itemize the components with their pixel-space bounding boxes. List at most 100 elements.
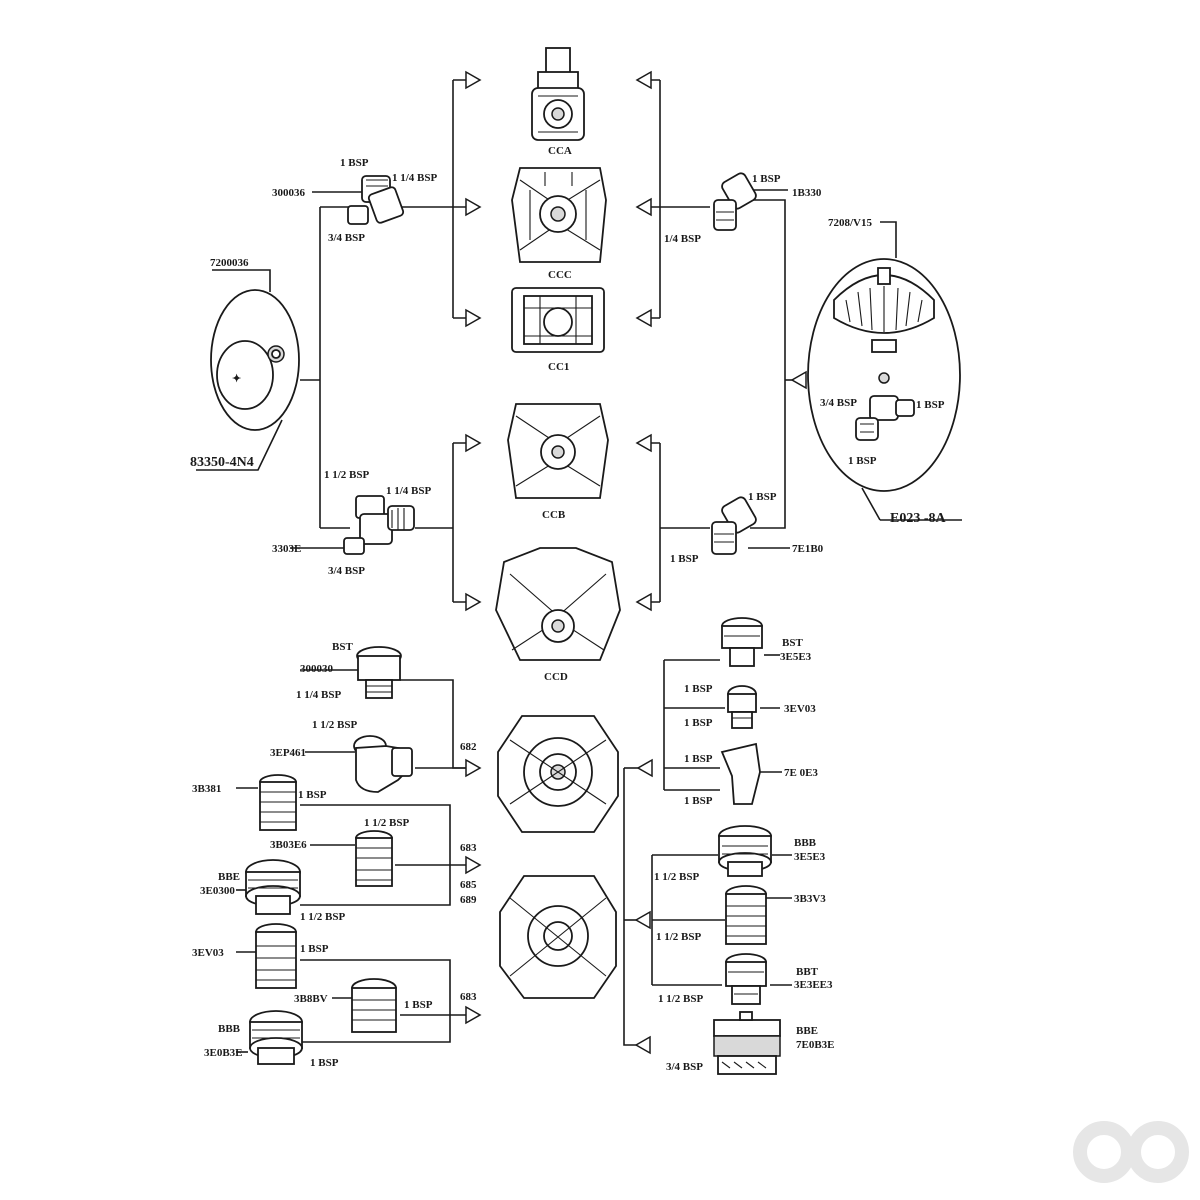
connector-lines — [196, 79, 962, 1053]
f8-label: 1 BSP — [310, 1057, 339, 1069]
fitting2-label-c: 3/4 BSP — [328, 565, 365, 577]
arrow-right — [465, 433, 482, 453]
dome-label-b: 1 BSP — [916, 399, 945, 411]
arrow-left — [635, 592, 652, 612]
f6-label: 1 BSP — [300, 943, 329, 955]
f8-code-b: 3E0B3E — [204, 1047, 243, 1059]
cover-code: 7200036 — [210, 257, 249, 269]
fitting-b7 — [351, 978, 397, 1033]
f1-code-a: BST — [332, 641, 353, 653]
f1-code-b: 300030 — [300, 663, 334, 675]
fitting-r2 — [727, 685, 757, 729]
fitting-b1 — [356, 646, 402, 699]
cover-disc: ✦ — [210, 289, 300, 431]
f1-label: 1 1/4 BSP — [296, 689, 342, 701]
dome-label-a: 3/4 BSP — [820, 397, 857, 409]
diaphragm-pump-4 — [495, 547, 621, 661]
diaphragm-pump-1 — [511, 167, 607, 263]
tee-fitting-1 — [347, 175, 405, 225]
fitting-r3-elbow — [720, 742, 761, 805]
pump-label-d: CCB — [542, 509, 566, 521]
r1-code-b: 3E5E3 — [780, 651, 812, 663]
r2-label: 1 BSP — [684, 717, 713, 729]
elbow-fitting-2 — [711, 496, 757, 555]
tee-fitting-2 — [343, 495, 415, 555]
f4-code: 3B03E6 — [270, 839, 307, 851]
pump-label-e: CCD — [544, 671, 568, 683]
f2-code: 3EP461 — [270, 747, 306, 759]
r5-label: 1 1/2 BSP — [656, 931, 702, 943]
r7-code-b: 7E0B3E — [796, 1039, 835, 1051]
mid-label-a: 682 — [460, 741, 477, 753]
r6-label: 1 1/2 BSP — [658, 993, 704, 1005]
r3-label-b: 1 BSP — [684, 795, 713, 807]
arrow-right — [465, 592, 482, 612]
dome-code-bottom: E023 -8A — [890, 511, 947, 526]
fitting-b2-elbow — [353, 735, 413, 793]
f5-label: 1 1/2 BSP — [300, 911, 346, 923]
elbow1-label-b: 1/4 BSP — [664, 233, 701, 245]
fitting1-label-b: 1 1/4 BSP — [392, 172, 438, 184]
f8-code-a: BBB — [218, 1023, 241, 1035]
arrow-right — [465, 308, 482, 328]
fitting-b8 — [249, 1010, 303, 1065]
r4-code-b: 3E5E3 — [794, 851, 826, 863]
dome-assembly — [807, 258, 961, 492]
fitting2-label-a: 1 1/2 BSP — [324, 469, 370, 481]
valve-assembly — [531, 47, 585, 141]
diaphragm-pump-6 — [499, 875, 617, 999]
r2-code: 3EV03 — [784, 703, 816, 715]
arrow-left — [635, 433, 652, 453]
pump-label-c: CC1 — [548, 361, 569, 373]
f2-label: 1 1/2 BSP — [312, 719, 358, 731]
fitting-b6 — [255, 923, 297, 989]
fitting-r1 — [721, 617, 763, 667]
arrow-right — [465, 1005, 482, 1025]
f7-label: 1 BSP — [404, 999, 433, 1011]
elbow1-label-a: 1 BSP — [752, 173, 781, 185]
arrow-left — [635, 197, 652, 217]
fitting1-label-c: 3/4 BSP — [328, 232, 365, 244]
r7-code-a: BBE — [796, 1025, 818, 1037]
mid-label-e: 683 — [460, 991, 477, 1003]
arrowheads — [465, 70, 807, 1055]
elbow2-label-b: 1 BSP — [670, 553, 699, 565]
r7-label: 3/4 BSP — [666, 1061, 703, 1073]
f4-label: 1 1/2 BSP — [364, 817, 410, 829]
f3-code: 3B381 — [192, 783, 221, 795]
r3-code: 7E 0E3 — [784, 767, 818, 779]
dome-label-c: 1 BSP — [848, 455, 877, 467]
arrow-left — [790, 370, 807, 390]
mid-label-b: 683 — [460, 842, 477, 854]
fitting1-label-a: 1 BSP — [340, 157, 369, 169]
f5-code-a: BBE — [218, 871, 240, 883]
r6-code-b: 3E3EE3 — [794, 979, 833, 991]
arrow-right — [465, 758, 482, 778]
r1-label: 1 BSP — [684, 683, 713, 695]
fitting-b5 — [245, 859, 301, 915]
r6-code-a: BBT — [796, 966, 819, 978]
f7-code: 3B8BV — [294, 993, 328, 1005]
arrow-left — [636, 758, 653, 778]
fitting1-code: 300036 — [272, 187, 306, 199]
arrow-left — [634, 1035, 651, 1055]
fitting-r5 — [725, 885, 767, 945]
cover-marking: ✦ — [232, 373, 241, 385]
arrow-right — [465, 70, 482, 90]
elbow2-code: 7E1B0 — [792, 543, 824, 555]
elbow1-code: 1B330 — [792, 187, 822, 199]
r3-label: 1 BSP — [684, 753, 713, 765]
arrow-left — [635, 70, 652, 90]
diaphragm-pump-3 — [507, 403, 609, 499]
watermark-logo — [1073, 1121, 1189, 1183]
mid-label-d: 689 — [460, 894, 477, 906]
fitting2-code: 3303E — [272, 543, 301, 555]
fitting-r6 — [725, 953, 767, 1005]
fitting-r4 — [718, 825, 772, 877]
r4-code-a: BBB — [794, 837, 817, 849]
r1-code-a: BST — [782, 637, 803, 649]
arrow-right — [465, 855, 482, 875]
diaphragm-pump-5 — [497, 715, 619, 833]
cover-code-bottom: 83350-4N4 — [190, 455, 254, 470]
